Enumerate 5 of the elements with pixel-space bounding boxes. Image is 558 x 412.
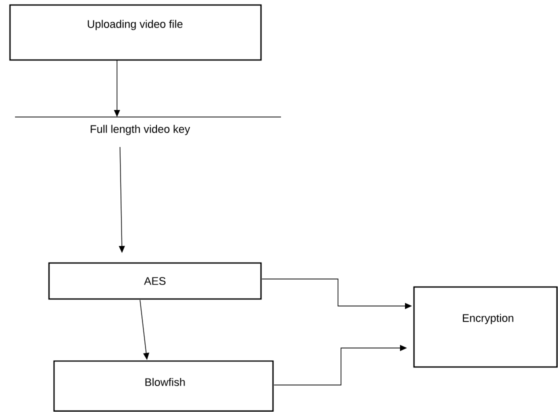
- process-box: Encryption: [413, 286, 558, 368]
- process-box: AES: [48, 262, 262, 300]
- process-box: Blowfish: [53, 360, 274, 412]
- process-box: Uploading video file: [9, 4, 262, 61]
- data-store: Full length video key: [14, 116, 282, 136]
